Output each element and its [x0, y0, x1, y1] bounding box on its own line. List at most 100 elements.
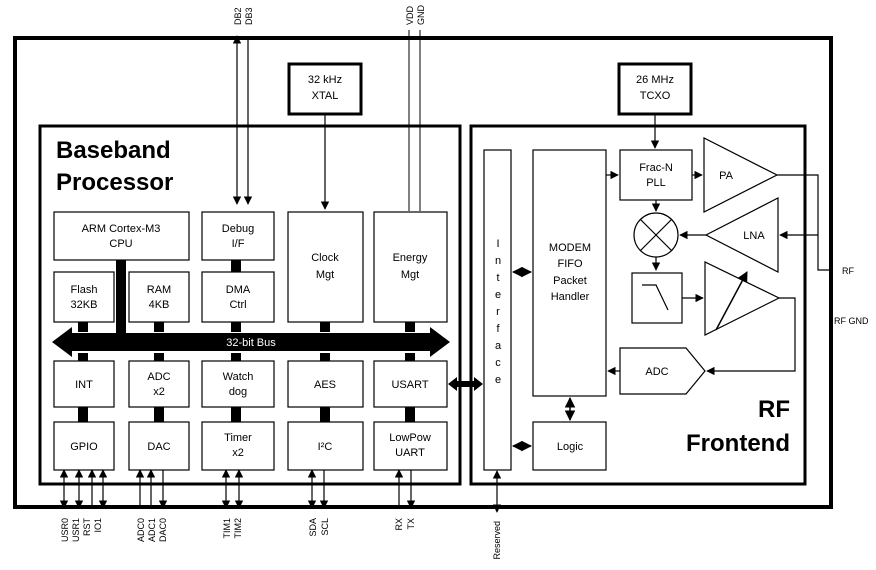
baseband-region [38, 124, 462, 486]
svg-text:r: r [496, 306, 500, 318]
baseband-title-line2: Processor [56, 169, 173, 196]
timer-label-2: x2 [232, 447, 244, 459]
usart-block [373, 360, 448, 408]
energy-block [373, 211, 448, 323]
i2c-block [287, 421, 364, 471]
debug-label-2: I/F [232, 238, 245, 250]
cpu-block [53, 211, 190, 261]
pll-label-2: PLL [646, 177, 666, 189]
xtal-label-2: XTAL [312, 90, 339, 102]
int-block [53, 360, 115, 408]
pin-usr0: USR0 [60, 518, 70, 542]
rf-frontend-region [469, 124, 807, 486]
dac-label: DAC [147, 441, 170, 453]
flash-label-1: Flash [71, 284, 98, 296]
pin-adc1: ADC1 [147, 518, 157, 542]
vga-gain-arrow [715, 271, 748, 331]
dma-block [201, 271, 275, 323]
mixer-cross-2 [639, 218, 673, 252]
gpio-block [53, 421, 115, 471]
pin-tx: TX [406, 518, 416, 530]
adc-x2-label-2: x2 [153, 386, 165, 398]
ram-block [128, 271, 190, 323]
pll-label-1: Frac-N [639, 162, 673, 174]
pin-adc0: ADC0 [136, 518, 146, 542]
int-label: INT [75, 379, 93, 391]
dma-label-1: DMA [226, 284, 251, 296]
logic-label: Logic [557, 441, 584, 453]
xtal-label-1: 32 kHz [308, 74, 342, 86]
cpu-label-2: CPU [109, 238, 132, 250]
energy-label-2: Mgt [401, 269, 419, 281]
timer-block [201, 421, 275, 471]
interface-block [483, 149, 512, 471]
pa-label: PA [719, 170, 734, 182]
baseband-title-line1: Baseband [56, 137, 171, 164]
energy-label-1: Energy [393, 252, 428, 264]
bus-label: 32-bit Bus [226, 337, 276, 349]
pin-usr1: USR1 [71, 518, 81, 542]
pin-vdd: VDD [405, 5, 415, 25]
dma-label-2: Ctrl [229, 299, 246, 311]
rf-adc-label: ADC [645, 366, 668, 378]
tcxo-label-1: 26 MHz [636, 74, 674, 86]
dac-block [128, 421, 190, 471]
modem-block [532, 149, 607, 397]
lowpow-uart-block [373, 421, 448, 471]
vga-adc-path [706, 297, 796, 376]
watchdog-label-1: Watch [223, 371, 254, 383]
rf-adc-block [619, 347, 706, 395]
svg-text:f: f [496, 323, 500, 335]
modem-label-1: MODEM [549, 242, 591, 254]
pin-reserved: Reserved [492, 521, 502, 560]
ram-label-1: RAM [147, 284, 171, 296]
pin-io1: IO1 [93, 518, 103, 533]
svg-text:I: I [496, 238, 499, 250]
clock-block [287, 211, 364, 323]
cpu-label-1: ARM Cortex-M3 [82, 223, 161, 235]
bus-connectors [78, 260, 415, 422]
svg-text:n: n [495, 255, 501, 267]
timer-label-1: Timer [224, 432, 252, 444]
pin-db2: DB2 [233, 7, 243, 25]
svg-text:e: e [495, 374, 501, 386]
pll-block [619, 149, 693, 201]
tcxo-block [617, 62, 693, 116]
pin-sda: SDA [308, 518, 318, 537]
aes-label: AES [314, 379, 336, 391]
svg-text:a: a [495, 340, 502, 352]
svg-text:t: t [496, 272, 499, 284]
vga-amplifier [704, 261, 781, 336]
bottom-pin-lines [59, 469, 502, 513]
pin-tim1: TIM1 [222, 518, 232, 539]
debug-label-1: Debug [222, 223, 254, 235]
svg-text:c: c [495, 357, 501, 369]
pin-gnd: GND [416, 5, 426, 26]
chip-outline [13, 36, 833, 509]
filter-block [631, 272, 683, 324]
pin-tim2: TIM2 [233, 518, 243, 539]
rf-title-line2: Frontend [686, 430, 790, 457]
pin-rf: RF [842, 266, 854, 276]
modem-label-3: Packet [553, 275, 587, 287]
pin-scl: SCL [320, 518, 330, 536]
i2c-label: I²C [318, 441, 333, 453]
clock-label-2: Mgt [316, 269, 334, 281]
debug-block [201, 211, 275, 261]
svg-text:e: e [495, 289, 501, 301]
pin-rf-gnd: RF GND [834, 316, 869, 326]
modem-label-4: Handler [551, 291, 590, 303]
pa-amplifier [703, 137, 779, 213]
rf-title-line1: RF [758, 396, 790, 423]
watchdog-block [201, 360, 275, 408]
usart-interface-arrow [448, 377, 483, 391]
pin-rst: RST [82, 517, 92, 536]
aes-block [287, 360, 364, 408]
interface-label: I n t e r f a c e [495, 238, 502, 386]
gpio-label: GPIO [70, 441, 98, 453]
lowpass-icon [642, 284, 669, 311]
flash-block [53, 271, 115, 323]
pa-rf-path [777, 174, 830, 271]
pin-dac0: DAC0 [158, 518, 168, 542]
